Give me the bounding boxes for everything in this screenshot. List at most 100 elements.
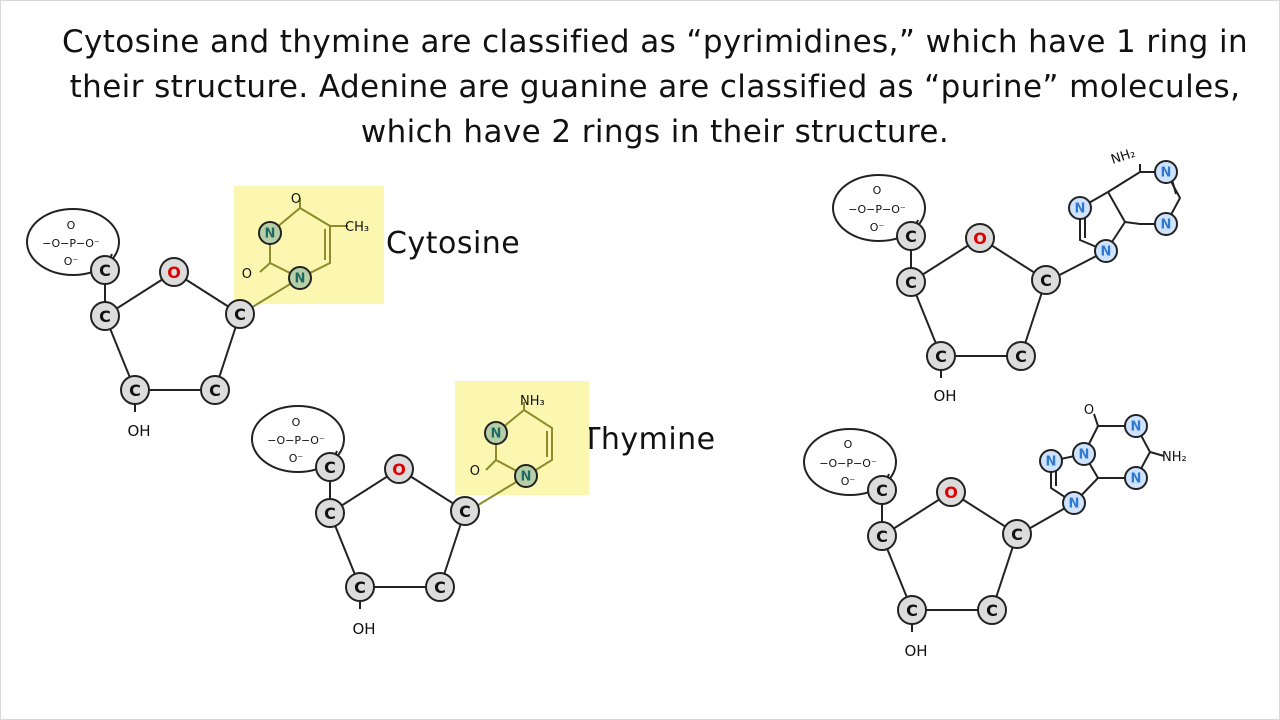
svg-text:C: C: [234, 305, 246, 324]
svg-text:N: N: [1075, 202, 1086, 217]
nitrogen-atoms: N N N N N N N N N N N N N: [258, 160, 1178, 515]
carbon-atom-thymine-1: C: [315, 452, 345, 482]
svg-text:N: N: [265, 227, 276, 242]
nitrogen-atom-guanine-9: N: [1062, 491, 1086, 515]
carbon-atom-cytosine-4: C: [200, 375, 230, 405]
carbonyl-oxygen-cytosine-top: O: [291, 192, 301, 207]
svg-text:C: C: [434, 578, 446, 597]
phosphate-adenine: O −O−P−O⁻ O⁻: [848, 184, 906, 234]
carbon-atom-thymine-2: C: [315, 498, 345, 528]
svg-text:C: C: [324, 504, 336, 523]
svg-text:O: O: [67, 219, 76, 232]
cytosine-label: Cytosine: [386, 226, 521, 261]
svg-text:O: O: [973, 229, 987, 248]
nitrogen-atom-adenine-2: N: [1154, 212, 1178, 236]
nitrogen-atom-cytosine-2: N: [288, 266, 312, 290]
svg-text:O⁻: O⁻: [64, 255, 79, 268]
svg-text:N: N: [1079, 448, 1090, 463]
phosphate-thymine: O −O−P−O⁻ O⁻: [267, 416, 325, 465]
phosphate-cytosine: O −O−P−O⁻ O⁻: [42, 219, 100, 268]
explanation-text: Cytosine and thymine are classified as “…: [30, 20, 1280, 155]
carbon-atom-cytosine-2: C: [90, 301, 120, 331]
amine-label-guanine: NH₂: [1162, 450, 1187, 465]
nitrogen-atom-guanine-5: N: [1124, 414, 1148, 438]
cytosine-nucleotide: [26, 186, 384, 413]
svg-text:N: N: [1101, 245, 1112, 260]
svg-text:O: O: [392, 460, 406, 479]
hydroxyl-thymine: OH: [352, 620, 375, 638]
ring-oxygen-atoms: O O O O: [159, 223, 995, 507]
svg-text:C: C: [99, 261, 111, 280]
nitrogen-atom-guanine-6: N: [1124, 466, 1148, 490]
svg-text:O⁻: O⁻: [841, 475, 856, 488]
svg-text:O: O: [844, 438, 853, 451]
svg-text:N: N: [1131, 472, 1142, 487]
svg-text:O: O: [167, 263, 181, 282]
nitrogen-atom-adenine-4: N: [1094, 239, 1118, 263]
svg-text:−O−P−O⁻: −O−P−O⁻: [848, 203, 906, 216]
ring-oxygen-guanine: O: [936, 477, 966, 507]
carbon-atom-guanine-5: C: [1002, 519, 1032, 549]
carbon-atom-guanine-3: C: [897, 595, 927, 625]
carbon-atom-adenine-4: C: [1006, 341, 1036, 371]
hydroxyl-adenine: OH: [933, 387, 956, 405]
svg-text:O: O: [873, 184, 882, 197]
svg-text:N: N: [1161, 166, 1172, 181]
svg-text:N: N: [491, 427, 502, 442]
svg-text:O⁻: O⁻: [870, 221, 885, 234]
ring-oxygen-thymine: O: [384, 454, 414, 484]
nitrogen-atom-thymine-1: N: [484, 421, 508, 445]
amine-label-adenine: NH₂: [1109, 146, 1137, 168]
svg-text:C: C: [1015, 347, 1027, 366]
phosphate-groups: O −O−P−O⁻ O⁻ O −O−P−O⁻ O⁻ O −O−P−O⁻ O⁻ O…: [42, 184, 906, 488]
carbonyl-oxygen-cytosine: O: [242, 267, 252, 282]
svg-text:C: C: [935, 347, 947, 366]
svg-text:C: C: [99, 307, 111, 326]
nitrogen-atom-guanine-7: N: [1039, 449, 1063, 473]
thymine-nucleotide: [251, 381, 589, 610]
carbon-atom-thymine-5: C: [450, 496, 480, 526]
svg-text:C: C: [459, 502, 471, 521]
carbon-atom-cytosine-1: C: [90, 255, 120, 285]
svg-text:N: N: [1131, 420, 1142, 435]
carbon-atoms: C C C C C C C C C C C C C C C C C C C C: [90, 221, 1061, 625]
carbon-atom-guanine-4: C: [977, 595, 1007, 625]
carbon-atom-adenine-2: C: [896, 267, 926, 297]
svg-text:C: C: [324, 458, 336, 477]
hydroxyl-labels: OH OH OH OH: [127, 387, 956, 660]
methyl-label: CH₃: [345, 220, 369, 235]
carbon-atom-adenine-1: C: [896, 221, 926, 251]
svg-text:−O−P−O⁻: −O−P−O⁻: [819, 457, 877, 470]
nitrogen-atom-adenine-3: N: [1068, 196, 1092, 220]
svg-text:N: N: [1161, 218, 1172, 233]
svg-text:O: O: [292, 416, 301, 429]
carbon-atom-cytosine-5: C: [225, 299, 255, 329]
svg-text:C: C: [354, 578, 366, 597]
ring-oxygen-cytosine: O: [159, 257, 189, 287]
ring-oxygen-adenine: O: [965, 223, 995, 253]
nitrogen-atom-cytosine-1: N: [258, 221, 282, 245]
svg-text:C: C: [905, 273, 917, 292]
svg-text:C: C: [1011, 525, 1023, 544]
svg-text:N: N: [521, 470, 532, 485]
carbon-atom-cytosine-3: C: [120, 375, 150, 405]
base-substituents: O CH₃ O NH₃ O NH₂ O NH₂: [242, 146, 1187, 479]
carbonyl-oxygen-guanine: O: [1084, 403, 1094, 418]
svg-text:C: C: [906, 601, 918, 620]
hydroxyl-cytosine: OH: [127, 422, 150, 440]
hydroxyl-guanine: OH: [904, 642, 927, 660]
svg-text:−O−P−O⁻: −O−P−O⁻: [42, 237, 100, 250]
svg-text:−O−P−O⁻: −O−P−O⁻: [267, 434, 325, 447]
svg-text:N: N: [295, 272, 306, 287]
carbon-atom-adenine-5: C: [1031, 265, 1061, 295]
amine-label-thymine: NH₃: [520, 394, 545, 409]
svg-text:C: C: [876, 527, 888, 546]
svg-text:C: C: [986, 601, 998, 620]
carbon-atom-guanine-2: C: [867, 521, 897, 551]
carbon-atom-adenine-3: C: [926, 341, 956, 371]
svg-text:N: N: [1046, 455, 1057, 470]
explanation-line-1: Cytosine and thymine are classified as “…: [61, 24, 1249, 60]
carbon-atom-guanine-1: C: [867, 475, 897, 505]
thymine-label: Thymine: [582, 422, 716, 457]
svg-text:C: C: [129, 381, 141, 400]
